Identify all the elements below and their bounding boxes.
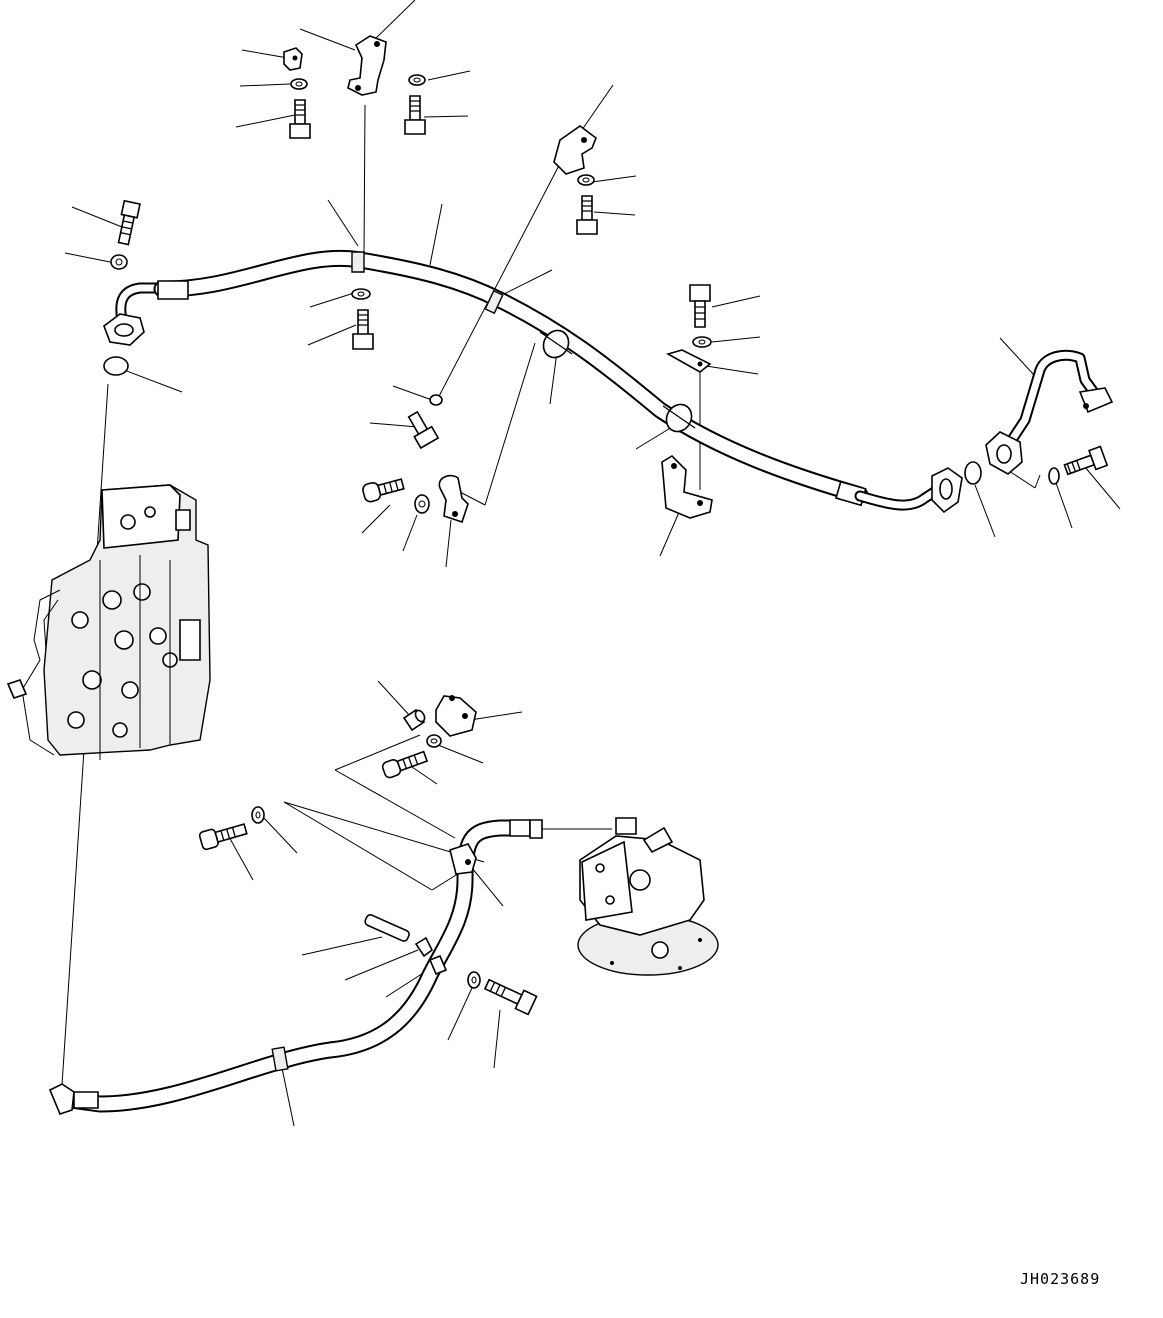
bolt-icon [290, 96, 425, 138]
washer-icon [693, 337, 711, 347]
bolt-icon [577, 196, 597, 234]
bracket-icon [662, 456, 712, 518]
control-valve-icon [8, 485, 210, 760]
bolt-icon [116, 201, 140, 245]
pin-icon [364, 914, 410, 943]
bolt-icon [353, 310, 373, 349]
right-elbow-tube-icon [860, 468, 962, 512]
bolt-icon [1063, 447, 1107, 479]
washer-icon [578, 175, 594, 185]
bracket-icon [668, 350, 710, 372]
clamp-icon [450, 844, 476, 874]
leader-lines [62, 0, 1120, 1126]
bolt-icon [483, 975, 537, 1014]
washer-icon [430, 395, 442, 405]
sleeve-icon [404, 709, 426, 730]
washer-icon [252, 807, 480, 988]
bracket-icon [436, 695, 476, 736]
clamp-icon [416, 938, 446, 974]
clamp-icon [439, 476, 468, 522]
o-ring-icon [104, 357, 128, 375]
bolt-icon [199, 820, 248, 850]
upper-hose-assembly [104, 252, 962, 512]
drawing-number: JH023689 [1020, 1270, 1101, 1288]
left-elbow-tube-icon [104, 288, 162, 345]
flange-tube-icon [986, 355, 1112, 474]
clamp-icon [284, 48, 302, 70]
bolt-icon [381, 749, 428, 779]
bolt-icon [362, 475, 405, 503]
washer-icon [427, 735, 441, 747]
bolt-icon [404, 409, 438, 448]
washer-icon [352, 289, 370, 299]
clamp-icon [539, 326, 697, 436]
bracket-icon [348, 36, 386, 95]
swing-motor-icon [578, 818, 718, 975]
upper-hose-icon [158, 252, 866, 505]
washer-icon [1049, 468, 1059, 484]
washer-icon [111, 255, 127, 269]
o-ring-icon [965, 462, 981, 484]
washer-icon [291, 75, 425, 89]
bracket-icon [554, 126, 596, 174]
bolt-icon [690, 285, 710, 327]
washer-icon [415, 495, 429, 513]
